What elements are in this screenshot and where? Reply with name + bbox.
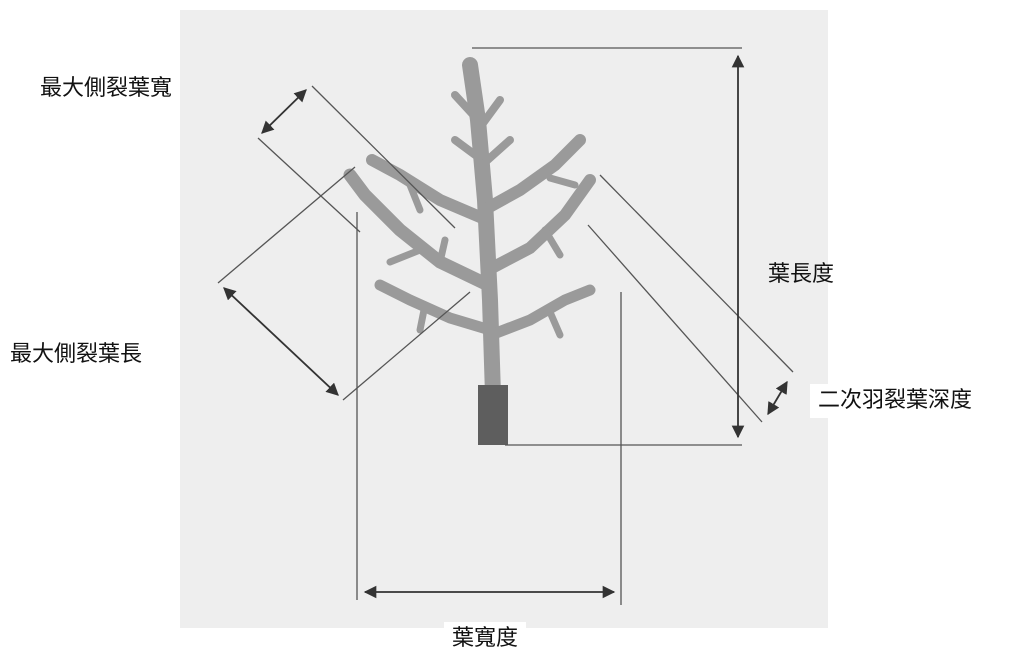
leaf-lobe (374, 279, 496, 336)
guide-lines (217, 47, 794, 605)
leaf-tooth (436, 236, 449, 266)
leaf-lobe (366, 154, 493, 226)
depth-guide-outer (599, 174, 794, 373)
leaf-tooth (451, 91, 482, 124)
leaf-lobe (343, 168, 495, 292)
label-secondary-pinnatifid-depth: 二次羽裂葉深度 (810, 384, 981, 418)
leaf-tooth (546, 174, 579, 189)
leaf-tooth (416, 301, 429, 334)
lobe-width-guide-lower (257, 137, 361, 233)
lobe-length-guide-bottom (342, 291, 471, 401)
leaf-tooth (406, 181, 424, 214)
leaf-tooth (451, 136, 486, 164)
leaf-petiole (478, 385, 508, 445)
measurement-arrows (223, 54, 788, 599)
depth-arrow (767, 380, 788, 416)
label-leaf-width: 葉寬度 (444, 622, 527, 656)
label-max-lateral-lobe-width: 最大側裂葉寬 (32, 72, 181, 106)
lobe-length-arrow (223, 287, 339, 396)
lobe-width-arrow (261, 89, 307, 134)
leaf-tooth (546, 308, 564, 339)
leaf-tooth (386, 246, 424, 266)
leaf-lobe (478, 134, 586, 216)
label-leaf-length: 葉長度 (768, 262, 835, 287)
label-max-lateral-lobe-length: 最大側裂葉長 (2, 338, 151, 372)
leaf-illustration (343, 57, 596, 403)
depth-guide-inner (587, 224, 763, 423)
leaf-tooth (474, 96, 504, 134)
leaf-tooth (478, 136, 514, 169)
leaf-tooth (541, 226, 564, 259)
leaf-lobe (485, 284, 596, 341)
lobe-width-guide-upper (311, 85, 456, 229)
lobe-length-guide-top (217, 166, 356, 284)
